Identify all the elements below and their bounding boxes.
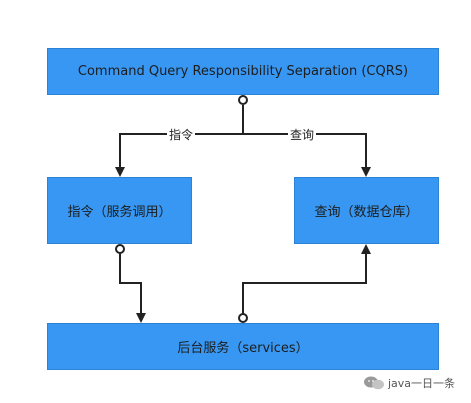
command-box-label: 指令（服务调用） <box>67 205 172 220</box>
services-box-label: 后台服务（services） <box>177 341 309 356</box>
connector-port-top <box>238 95 248 105</box>
wechat-icon <box>364 376 384 390</box>
services-box: 后台服务（services） <box>47 323 439 370</box>
cqrs-box: Command Query Responsibility Separation … <box>47 48 439 95</box>
command-box: 指令（服务调用） <box>47 177 192 244</box>
connector-port-services <box>238 313 248 323</box>
watermark: java一日一条 <box>363 375 455 391</box>
connector-port-command <box>115 244 125 254</box>
edge-query-label: 查询 <box>288 128 317 142</box>
query-box-label: 查询（数据仓库） <box>314 205 419 220</box>
edge-cqrs-to-query <box>243 133 371 177</box>
edge-command-label: 指令 <box>167 128 196 142</box>
watermark-text: java一日一条 <box>388 377 456 390</box>
query-box: 查询（数据仓库） <box>294 177 439 244</box>
cqrs-box-label: Command Query Responsibility Separation … <box>77 64 409 79</box>
edge-services-to-query <box>242 244 371 314</box>
edge-command-to-services <box>119 253 146 323</box>
